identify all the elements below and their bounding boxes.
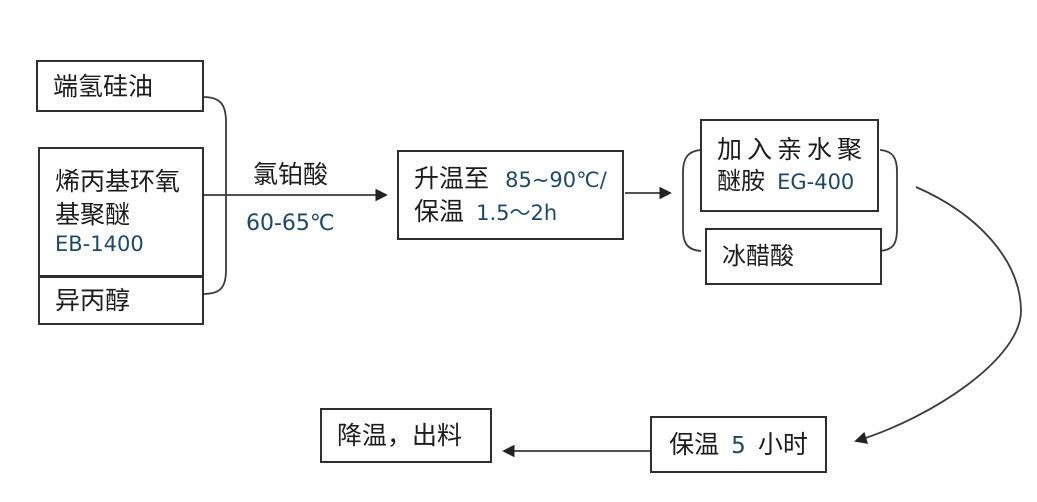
addition-box-polyetheramine: 加入亲水聚 醚胺 EG-400: [700, 119, 879, 212]
hold-step-box: 保温 5 小时: [650, 416, 827, 473]
acetic-acid-label: 冰醋酸: [722, 241, 794, 270]
addition-bracket-left: [682, 149, 702, 252]
addition-box-acetic-acid: 冰醋酸: [705, 228, 882, 285]
isopropanol-label: 异丙醇: [55, 286, 131, 315]
heat-step-temperature: 85~90℃/: [505, 168, 607, 192]
silicone-oil-label: 端氢硅油: [53, 71, 154, 101]
addition-bracket-right: [879, 149, 898, 252]
polyether-label-line2: 基聚醚: [55, 200, 131, 230]
heat-step-box: 升温至 85~90℃/ 保温 1.5～2h: [397, 150, 624, 240]
catalyst-temperature-label: 60-65℃: [246, 211, 335, 236]
output-step-box: 降温，出料: [320, 408, 492, 463]
polyetheramine-code: EG-400: [777, 170, 855, 195]
hold-step-label-post: 小时: [757, 429, 808, 459]
hold-step-hours: 5: [731, 432, 746, 459]
addition-to-hold-curved-arrow: [854, 186, 1022, 444]
input-box-isopropanol: 异丙醇: [38, 276, 204, 325]
inputs-merge-bracket: [202, 96, 227, 295]
heat-step-hold-duration: 1.5～2h: [476, 201, 558, 225]
polyether-label-line1: 烯丙基环氧: [55, 167, 181, 197]
input-box-polyether: 烯丙基环氧 基聚醚 EB-1400: [38, 147, 204, 277]
output-step-label: 降温，出料: [337, 421, 463, 450]
polyether-code: EB-1400: [55, 232, 144, 257]
input-box-silicone-oil: 端氢硅油: [36, 60, 204, 112]
hold-step-label-pre: 保温: [669, 429, 720, 459]
polyetheramine-label-line2: 醚胺: [717, 167, 765, 196]
heat-step-hold-label: 保温: [414, 197, 465, 226]
heat-step-label: 升温至: [414, 164, 490, 193]
catalyst-name-label: 氯铂酸: [253, 160, 329, 189]
polyetheramine-label-line1: 加入亲水聚: [717, 135, 868, 165]
